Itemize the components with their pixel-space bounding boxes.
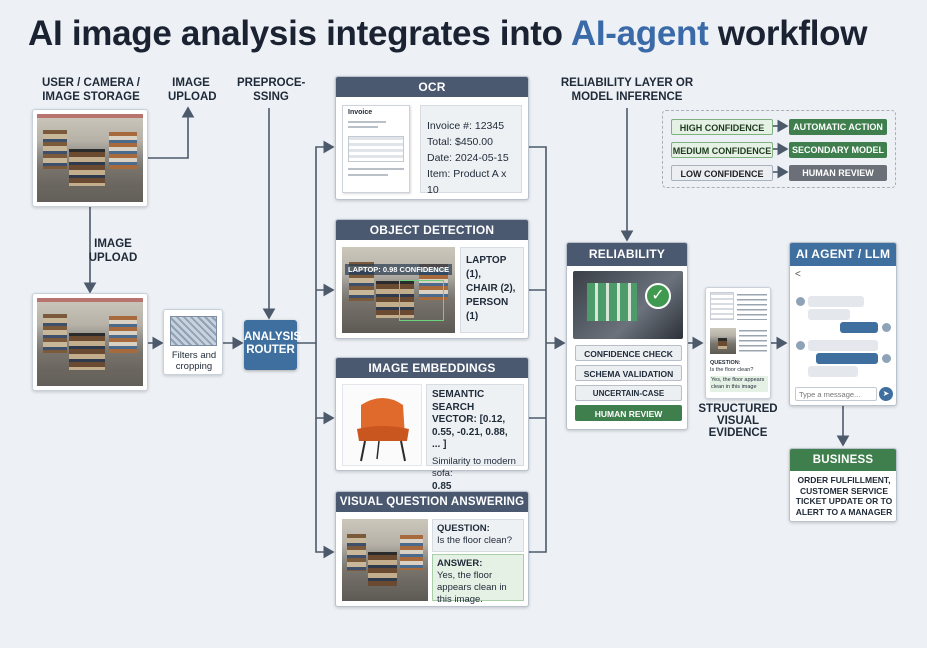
filters-card[interactable]: Filters and cropping — [163, 309, 223, 375]
human-review-step: HUMAN REVIEW — [575, 405, 682, 421]
ocr-total: Total: $450.00 — [427, 136, 493, 148]
ai-agent-header: AI AGENT / LLM — [790, 243, 896, 266]
question-label: QUESTION: — [437, 523, 490, 534]
invoice-thumbnail: Invoice — [342, 105, 410, 193]
similarity-score: 0.85 — [432, 480, 452, 492]
user-avatar-icon — [882, 323, 891, 332]
similarity-label: Similarity to modern sofa: — [432, 455, 516, 480]
ocr-extracted-text: Invoice #: 12345 Total: $450.00 Date: 20… — [420, 105, 522, 196]
detection-overlay-label: LAPTOP: 0.98 CONFIDENCE — [345, 264, 453, 275]
crop-grid-icon — [170, 316, 217, 346]
chat-bubble-assistant — [808, 340, 878, 351]
secondary-model-pill: SECONDARY MODEL — [789, 142, 887, 158]
chair-icon — [357, 398, 409, 462]
evidence-question: Is the floor clean? — [710, 367, 754, 373]
upload-label-left: IMAGE UPLOAD — [88, 238, 138, 264]
evidence-invoice-thumb — [710, 292, 734, 320]
reliability-layer-panel[interactable]: RELIABILITY LAYER ✓ CONFIDENCE CHECK SCH… — [566, 242, 688, 430]
object-detection-panel[interactable]: OBJECT DETECTION LAPTOP: 0.98 CONFIDENCE… — [335, 219, 529, 339]
evidence-answer: Yes, the floor appears clean in this ima… — [710, 376, 768, 392]
confidence-routing: HIGH CONFIDENCE AUTOMATIC ACTION MEDIUM … — [662, 110, 896, 188]
chat-bubble-assistant — [808, 309, 850, 320]
evidence-question-label: QUESTION: — [710, 360, 741, 366]
structured-evidence-label: STRUCTURED VISUAL EVIDENCE — [698, 403, 778, 439]
filters-label: Filters and cropping — [171, 350, 217, 372]
chat-bubble-user — [816, 353, 878, 364]
reliability-header: RELIABILITY LAYER — [567, 243, 687, 284]
preprocessing-label: PREPROCE- SSING — [237, 77, 306, 103]
high-confidence-pill: HIGH CONFIDENCE — [671, 119, 773, 135]
embedding-label: SEMANTIC SEARCH — [432, 389, 485, 413]
schema-validation-step: SCHEMA VALIDATION — [575, 365, 682, 381]
business-action-body: ORDER FULFILLMENT, CUSTOMER SERVICE TICK… — [795, 475, 893, 517]
detection-header: OBJECT DETECTION — [336, 220, 528, 240]
send-icon[interactable]: ➤ — [879, 387, 893, 401]
ai-agent-panel[interactable]: AI AGENT / LLM < ➤ — [789, 242, 897, 406]
business-action-header: BUSINESS ACTION — [790, 449, 896, 488]
embedding-vector: VECTOR: [0.12, 0.55, -0.21, 0.88, ... ] — [432, 414, 508, 450]
detection-results: LAPTOP (1), CHAIR (2), PERSON (1) — [460, 247, 524, 333]
store-photo-uploaded — [37, 298, 143, 386]
low-confidence-pill: LOW CONFIDENCE — [671, 165, 773, 181]
automatic-action-pill: AUTOMATIC ACTION — [789, 119, 887, 135]
answer-label: ANSWER: — [437, 558, 483, 569]
reliability-or-inference-label: RELIABILITY LAYER OR MODEL INFERENCE — [560, 77, 694, 103]
back-icon[interactable]: < — [795, 269, 801, 280]
chat-bubble-assistant — [808, 366, 858, 377]
invoice-thumb-title: Invoice — [348, 109, 373, 116]
escalation-step: UNCERTAIN-CASE ESCALATION — [575, 385, 682, 414]
user-avatar-icon — [882, 354, 891, 363]
assistant-avatar-icon — [796, 297, 805, 306]
chat-input[interactable] — [795, 387, 877, 401]
question-text: Is the floor clean? — [437, 535, 512, 546]
structured-evidence-card[interactable]: QUESTION: Is the floor clean? Yes, the f… — [705, 287, 771, 399]
evidence-photo — [710, 328, 736, 354]
checkmark-icon: ✓ — [645, 283, 671, 309]
vqa-photo — [342, 519, 428, 601]
detection-laptop: LAPTOP (1), — [466, 255, 507, 280]
medium-confidence-pill: MEDIUM CONFIDENCE — [671, 142, 773, 158]
chat-bubble-assistant — [808, 296, 864, 307]
detection-person: PERSON (1) — [466, 297, 509, 322]
source-label: USER / CAMERA / IMAGE STORAGE — [42, 77, 140, 103]
embedding-details: SEMANTIC SEARCH VECTOR: [0.12, 0.55, -0.… — [426, 384, 524, 492]
page-title: AI image analysis integrates into AI-age… — [28, 14, 868, 53]
evidence-qa: QUESTION: Is the floor clean? Yes, the f… — [710, 360, 768, 392]
ocr-invoice-number: Invoice #: 12345 — [427, 120, 505, 132]
embeddings-header: IMAGE EMBEDDINGS — [336, 358, 528, 378]
confidence-check-step: CONFIDENCE CHECK — [575, 345, 682, 361]
bounding-box — [398, 279, 444, 321]
source-image-card[interactable] — [32, 109, 148, 207]
chair-image — [342, 384, 422, 466]
business-action-panel[interactable]: BUSINESS ACTION ORDER FULFILLMENT, CUSTO… — [789, 448, 897, 522]
uploaded-image-card[interactable] — [32, 293, 148, 391]
ocr-item: Item: Product A x 10 — [427, 168, 507, 196]
detection-photo: LAPTOP: 0.98 CONFIDENCE — [342, 247, 455, 333]
upload-label-top: IMAGE UPLOAD — [168, 77, 217, 103]
image-embeddings-panel[interactable]: IMAGE EMBEDDINGS SEMANTIC SEARCH VECTOR:… — [335, 357, 529, 492]
assistant-avatar-icon — [796, 341, 805, 350]
store-photo — [37, 114, 143, 202]
ocr-header: OCR — [336, 77, 528, 97]
ocr-date: Date: 2024-05-15 — [427, 152, 509, 164]
reliability-screen-image: ✓ — [573, 271, 683, 339]
analysis-router[interactable]: ANALYSIS ROUTER — [244, 320, 301, 370]
answer-text: Yes, the floor appears clean in this ima… — [437, 570, 507, 605]
vqa-answer-box: ANSWER: Yes, the floor appears clean in … — [432, 554, 524, 605]
vqa-header: VISUAL QUESTION ANSWERING — [336, 492, 528, 512]
detection-chair: CHAIR (2), — [466, 283, 516, 294]
ocr-panel[interactable]: OCR Invoice Invoice #: 12345 Total: $450… — [335, 76, 529, 200]
vqa-question-box: QUESTION: Is the floor clean? — [432, 519, 524, 552]
vqa-panel[interactable]: VISUAL QUESTION ANSWERING QUESTION: Is t… — [335, 491, 529, 607]
human-review-pill: HUMAN REVIEW — [789, 165, 887, 181]
chat-bubble-user — [840, 322, 878, 333]
